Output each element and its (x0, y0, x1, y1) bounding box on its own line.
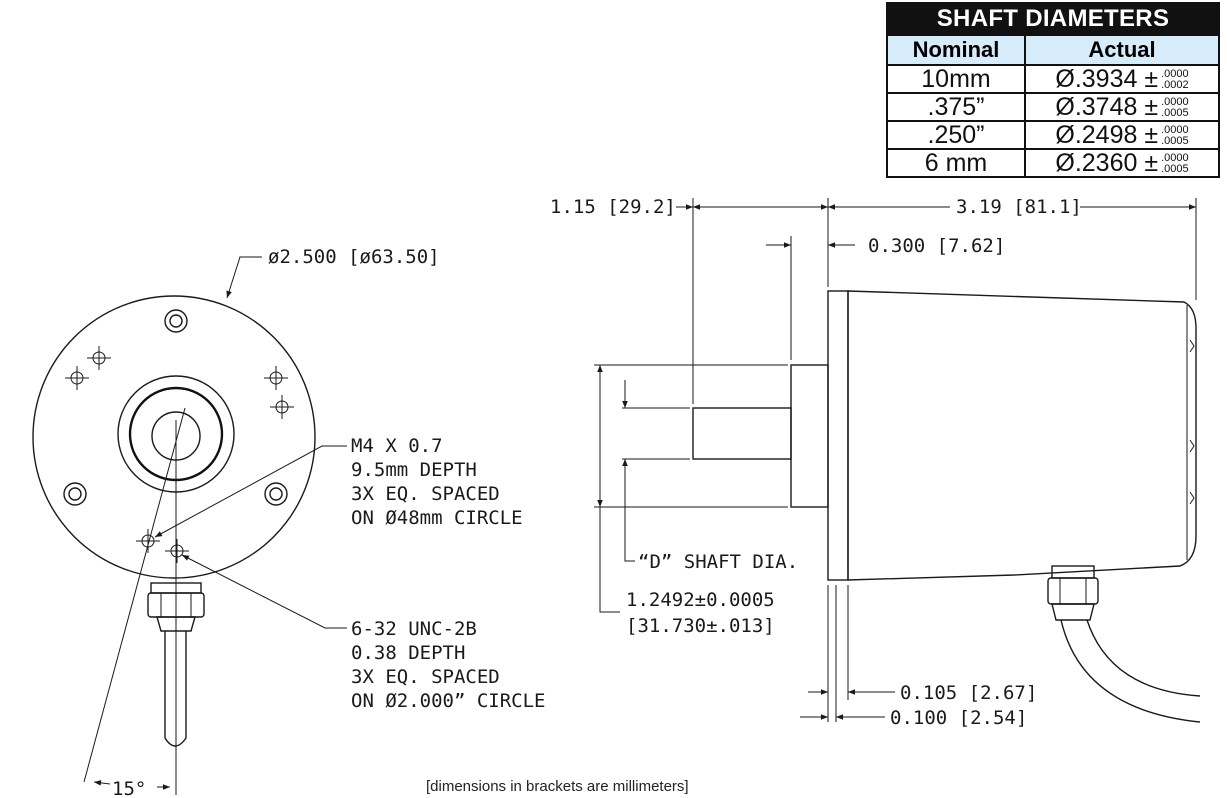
shaft (692, 407, 792, 460)
actual-value: Ø.2360 ± (1055, 149, 1159, 177)
outer-diameter-label: ø2.500 [ø63.50] (268, 246, 440, 268)
angle-label: 15° (112, 778, 146, 798)
table-row: 10mm Ø.3934 ±.0000.0002 (886, 64, 1220, 94)
actual-cell: Ø.3748 ±.0000.0005 (1024, 92, 1220, 122)
column-header-nominal: Nominal (886, 34, 1026, 66)
unc-note-line: ON Ø2.000” CIRCLE (351, 690, 545, 712)
unc-leader (181, 554, 347, 629)
angle-line (83, 407, 186, 783)
tapped-hole-marker (270, 395, 294, 419)
m4-hole (264, 482, 288, 506)
tolerance-plus: .0000 (1161, 96, 1189, 109)
m4-note-line: ON Ø48mm CIRCLE (351, 507, 523, 529)
actual-cell: Ø.3934 ±.0000.0002 (1024, 64, 1220, 94)
m4-hole (164, 309, 188, 333)
flange-thickness-label: 0.105 [2.67] (900, 682, 1037, 704)
m4-note-line: 9.5mm DEPTH (351, 459, 477, 481)
footnote: [dimensions in brackets are millimeters] (426, 778, 689, 795)
cable (164, 631, 187, 747)
m4-leader (154, 445, 347, 538)
tolerance-minus: .0005 (1161, 107, 1189, 120)
m4-note-line: 3X EQ. SPACED (351, 483, 500, 505)
tolerance: .0000.0005 (1161, 97, 1189, 119)
flange-outline (32, 295, 316, 579)
tolerance: .0000.0002 (1161, 69, 1189, 91)
unc-note-line: 0.38 DEPTH (351, 642, 465, 664)
m4-note-line: M4 X 0.7 (351, 435, 443, 457)
tapped-hole-marker (65, 366, 89, 390)
flange-gap-label: 0.100 [2.54] (890, 707, 1027, 729)
actual-value: Ø.2498 ± (1055, 121, 1159, 149)
front-view: ø2.500 [ø63.50] M4 X 0.7 9.5mm DEPTH 3X … (32, 246, 545, 798)
table-row: .375” Ø.3748 ±.0000.0005 (886, 92, 1220, 122)
shaft-length-label: 1.15 [29.2] (550, 196, 676, 218)
cable-gland (147, 582, 205, 632)
diameter-leader (226, 256, 262, 299)
nominal-cell: 10mm (886, 64, 1026, 94)
tolerance-plus: .0000 (1161, 68, 1189, 81)
table-row: 6 mm Ø.2360 ±.0000.0005 (886, 148, 1220, 178)
table-title: SHAFT DIAMETERS (886, 2, 1220, 36)
nominal-cell: .250” (886, 120, 1026, 150)
flange (827, 290, 849, 581)
side-cable (1060, 619, 1201, 723)
actual-cell: Ø.2498 ±.0000.0005 (1024, 120, 1220, 150)
pilot-diameter-leader (599, 507, 620, 613)
pilot-diameter-label: 1.2492±0.0005 (626, 589, 775, 611)
table-row: .250” Ø.2498 ±.0000.0005 (886, 120, 1220, 150)
tapped-hole-marker (165, 539, 189, 563)
nominal-cell: .375” (886, 92, 1026, 122)
nominal-cell: 6 mm (886, 148, 1026, 178)
encoder-body (847, 290, 1197, 581)
body-length-label: 3.19 [81.1] (956, 196, 1082, 218)
actual-value: Ø.3748 ± (1055, 93, 1159, 121)
side-view: 1.15 [29.2] 3.19 [81.1] 0.300 [7.62] “D”… (550, 196, 1201, 729)
tolerance-minus: .0002 (1161, 79, 1189, 92)
side-cable-gland (1047, 565, 1099, 621)
shaft-dia-leader (624, 490, 635, 562)
actual-value: Ø.3934 ± (1055, 65, 1159, 93)
tolerance-minus: .0005 (1161, 163, 1189, 176)
m4-hole (63, 482, 87, 506)
unc-note-line: 3X EQ. SPACED (351, 666, 500, 688)
tapped-hole-marker (136, 529, 160, 553)
angle-arrow-left (93, 780, 111, 786)
tolerance-plus: .0000 (1161, 124, 1189, 137)
tapped-hole-marker (87, 346, 111, 370)
pilot-length-label: 0.300 [7.62] (868, 235, 1005, 257)
column-header-actual: Actual (1024, 34, 1220, 66)
tolerance-plus: .0000 (1161, 152, 1189, 165)
shaft-diameters-table: SHAFT DIAMETERS Nominal Actual 10mm Ø.39… (886, 2, 1220, 178)
tolerance-minus: .0005 (1161, 135, 1189, 148)
tolerance: .0000.0005 (1161, 125, 1189, 147)
pilot-diameter-label: [31.730±.013] (626, 615, 775, 637)
actual-cell: Ø.2360 ±.0000.0005 (1024, 148, 1220, 178)
pilot (790, 364, 829, 508)
shaft-dia-label: “D” SHAFT DIA. (638, 551, 798, 573)
unc-note-line: 6-32 UNC-2B (351, 618, 477, 640)
tolerance: .0000.0005 (1161, 153, 1189, 175)
tapped-hole-marker (264, 366, 288, 390)
